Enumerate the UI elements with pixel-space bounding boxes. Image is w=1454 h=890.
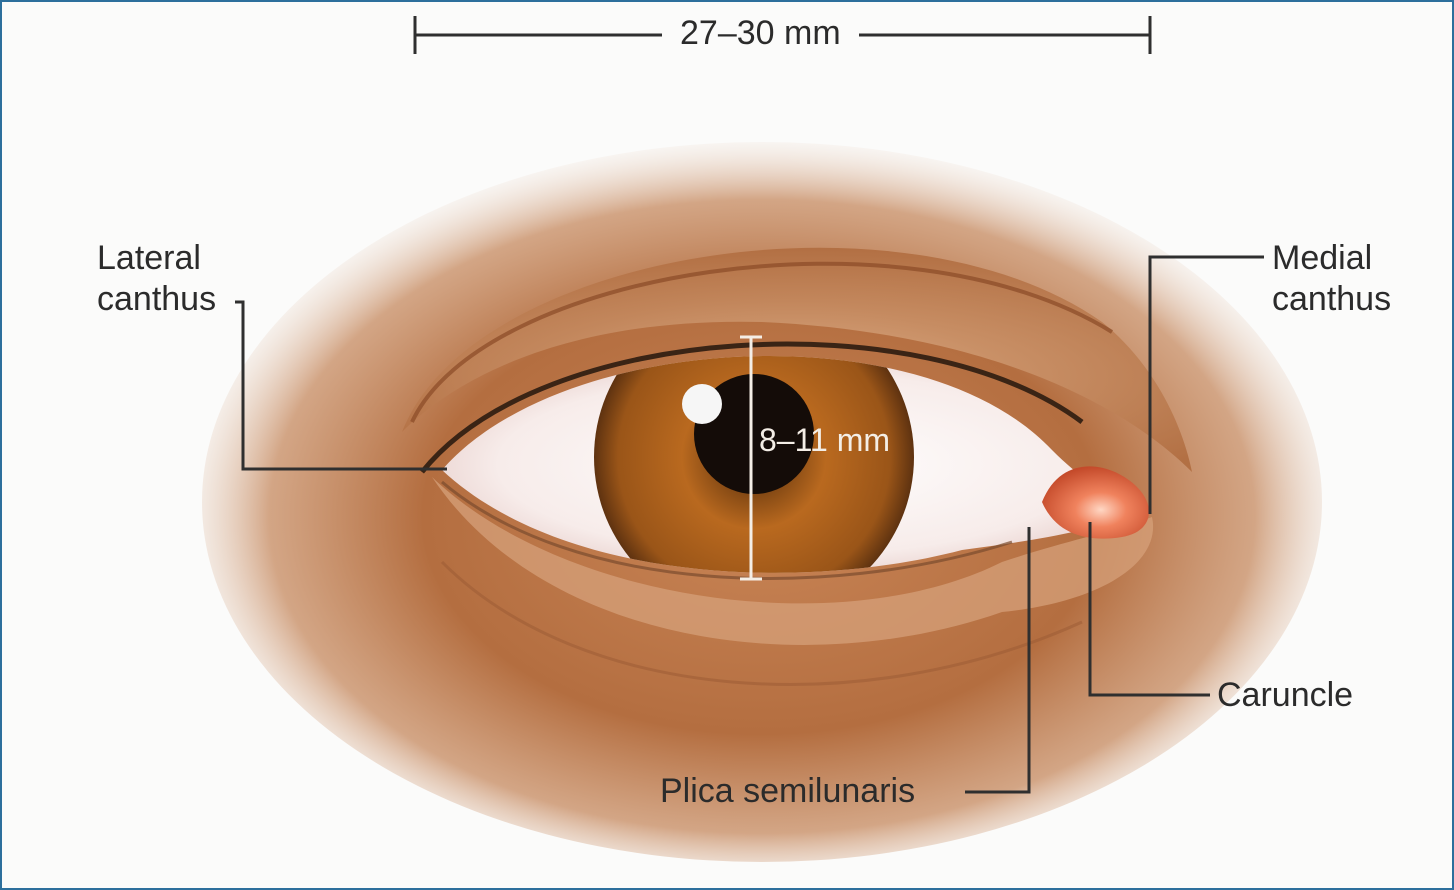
light-reflection: [682, 384, 722, 424]
medial-canthus-label: Medial canthus: [1272, 238, 1391, 320]
width-dimension-label: 27–30 mm: [662, 14, 859, 53]
plica-semilunaris-label: Plica semilunaris: [660, 771, 915, 812]
cornea-dimension-label: 8–11 mm: [759, 422, 890, 459]
lateral-canthus-label: Lateral canthus: [97, 238, 216, 320]
caruncle-label: Caruncle: [1217, 675, 1353, 716]
medial-canthus-line-2: canthus: [1272, 279, 1391, 320]
medial-canthus-line-1: Medial: [1272, 238, 1391, 279]
lateral-canthus-line-2: canthus: [97, 279, 216, 320]
lateral-canthus-line-1: Lateral: [97, 238, 216, 279]
